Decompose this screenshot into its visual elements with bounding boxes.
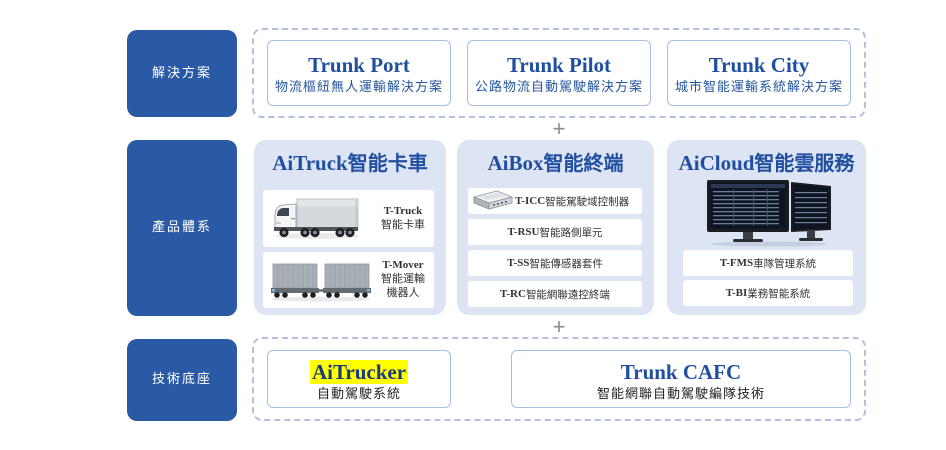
product-code: T-SS [507,257,530,269]
layer-label-products: 產品體系 [127,140,237,316]
product-name: 車隊管理系統 [753,257,817,270]
panel-title-cjk: 智能雲服務 [754,151,855,175]
solution-subtitle: 物流樞紐無人運輸解決方案 [274,80,443,95]
product-code: T-FMS [719,257,754,269]
panel-title: AiTruck智能卡車 [254,151,446,177]
technology-subtitle: 自動駕駛系統 [316,387,401,402]
layer-label-text: 技術底座 [151,372,212,387]
layer-label-text: 產品體系 [151,220,212,235]
plus-connector: + [552,314,566,339]
technology-subtitle: 智能網聯自動駕駛編隊技術 [596,387,765,402]
solutions-row: Trunk Port 物流樞紐無人運輸解決方案 Trunk Pilot 公路物流… [252,28,866,118]
solution-subtitle: 公路物流自動駕駛解決方案 [474,80,643,95]
panel-title-latin: AiCloud [678,151,755,175]
technology-card-aitrucker: AiTrucker 自動駕駛系統 [267,350,451,408]
product-item-text: T-Truck 智能卡車 [375,204,431,232]
layer-label-text: 解決方案 [151,65,212,81]
product-item-t-truck: T-Truck 智能卡車 [263,190,434,247]
product-name: 智能駕駛域控制器 [545,195,630,208]
product-name: 智能卡車 [381,218,425,231]
technology-card-trunk-cafc: Trunk CAFC 智能網聯自動駕駛編隊技術 [511,350,851,408]
truck-image [274,198,359,239]
solution-title: Trunk City [708,53,810,77]
technology-title: Trunk CAFC [620,360,742,384]
highlighted-title: AiTrucker [309,360,409,384]
panel-title-cjk: 智能卡車 [347,151,428,175]
product-code: T-BI [725,287,748,299]
solution-title: Trunk Pilot [506,53,612,77]
panel-title-latin: AiTruck [272,151,348,175]
layer-label-solutions: 解決方案 [127,30,237,117]
monitor-image [707,180,831,247]
solution-card-trunk-city: Trunk City 城市智能運輸系統解決方案 [667,40,851,106]
solution-title: Trunk Port [308,53,410,77]
product-code: T-RSU [507,226,540,238]
panel-title: AiBox智能終端 [457,151,654,177]
panel-title-latin: AiBox [487,151,544,175]
product-panel-aitruck: AiTruck智能卡車 T-Truck 智能卡車 [254,140,446,315]
panel-title: AiCloud智能雲服務 [667,151,866,177]
solution-card-trunk-port: Trunk Port 物流樞紐無人運輸解決方案 [267,40,451,106]
product-name: 智能路側單元 [539,226,603,239]
product-code: T-Truck [383,205,423,217]
layer-label-technology: 技術底座 [127,339,237,421]
technology-title: AiTrucker [268,360,450,384]
product-code: T-RC [500,288,526,300]
product-name: 智能傳感器套件 [529,257,603,270]
product-name: 智能網聯遠控終端 [525,288,610,301]
product-name: 智能運輸機器人 [381,272,425,299]
product-item-text: T-Mover 智能運輸機器人 [375,258,431,300]
product-code: T-Mover [382,259,424,271]
solution-subtitle: 城市智能運輸系統解決方案 [674,80,843,95]
product-name: 業務智能系統 [747,287,811,300]
product-item-t-mover: T-Mover 智能運輸機器人 [263,252,434,308]
controller-device-image [472,190,514,210]
solution-card-trunk-pilot: Trunk Pilot 公路物流自動駕駛解決方案 [467,40,651,106]
mover-robot-image [271,263,371,302]
plus-connector: + [552,116,566,141]
product-code: T-ICC [515,195,546,207]
technology-row: AiTrucker 自動駕駛系統 Trunk CAFC 智能網聯自動駕駛編隊技術 [252,337,866,421]
panel-title-cjk: 智能終端 [543,151,624,175]
